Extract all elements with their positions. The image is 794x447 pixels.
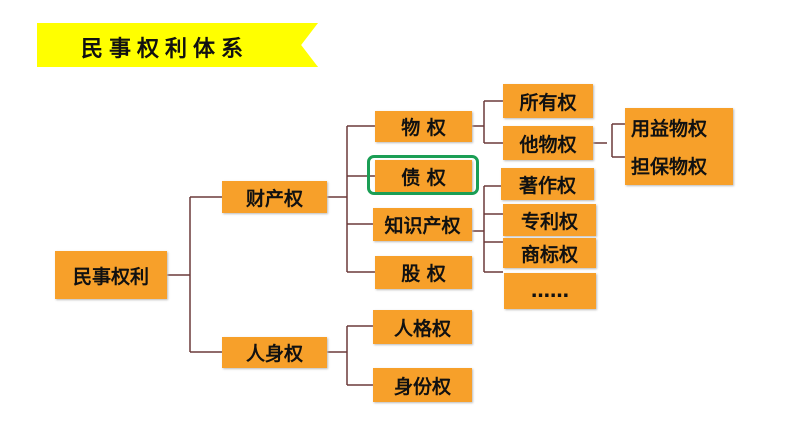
usufruct-label: 用益物权: [631, 117, 708, 140]
page-title: 民事权利体系: [81, 37, 250, 62]
node-property-rights: 财产权: [222, 181, 327, 213]
node-ip-rights: 知识产权: [373, 208, 472, 241]
node-ownership: 所有权: [503, 84, 593, 118]
node-real-rights: 物 权: [375, 111, 472, 142]
node-personal-rights: 人身权: [222, 337, 327, 368]
node-personality-rights: 人格权: [373, 310, 472, 344]
node-equity-rights: 股 权: [375, 256, 472, 289]
node-civil-rights: 民事权利: [55, 251, 167, 299]
highlight-frame: [367, 155, 479, 195]
node-other-real-rights: 他物权: [503, 126, 593, 160]
node-patent: 专利权: [503, 204, 596, 236]
node-trademark: 商标权: [503, 238, 596, 268]
node-identity-rights: 身份权: [373, 368, 472, 402]
node-more: ……: [504, 273, 596, 309]
title-banner: 民事权利体系: [37, 23, 318, 67]
node-creditor-rights: 债 权: [375, 160, 472, 192]
node-usufruct-security: 用益物权 担保物权: [625, 108, 733, 185]
security-label: 担保物权: [631, 156, 708, 179]
node-copyright: 著作权: [501, 168, 594, 200]
